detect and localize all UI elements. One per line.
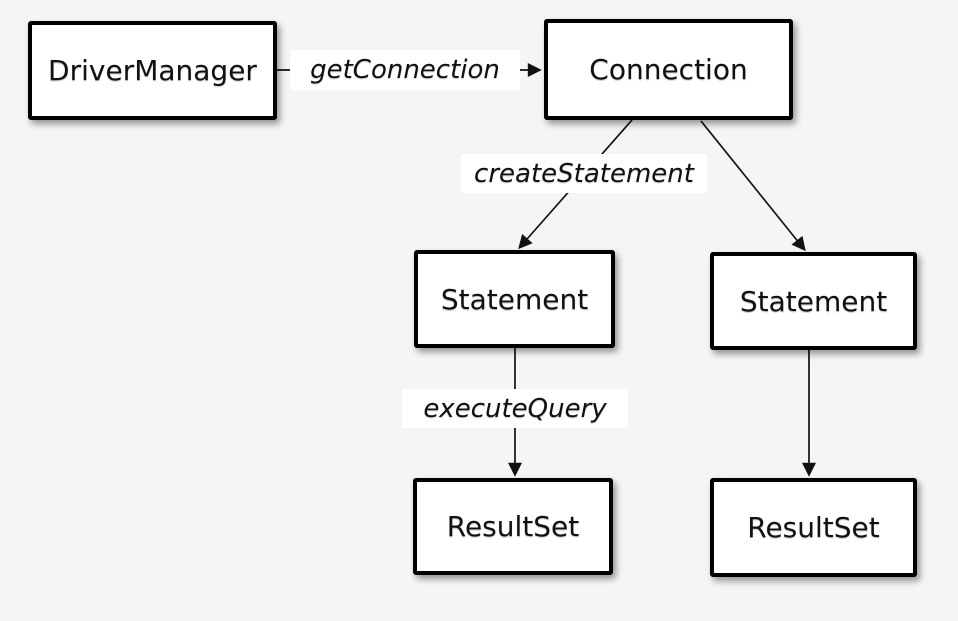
node-drivermanager: DriverManager	[28, 21, 277, 120]
edge-label-text: getConnection	[310, 55, 500, 85]
node-label: Statement	[739, 284, 888, 318]
edge-connection-statement-right-arrow	[700, 120, 806, 252]
edge-label-createstatement: createStatement	[461, 154, 707, 193]
node-label: ResultSet	[747, 511, 880, 544]
node-resultset-left: ResultSet	[413, 478, 613, 575]
edge-label-text: executeQuery	[423, 393, 607, 424]
node-resultset-right: ResultSet	[710, 478, 917, 577]
edge-label-getconnection: getConnection	[290, 50, 520, 90]
node-statement-left: Statement	[414, 250, 615, 348]
node-label: Connection	[589, 53, 748, 86]
edge-label-executequery: executeQuery	[402, 389, 628, 428]
node-label: Statement	[440, 282, 589, 316]
node-statement-right: Statement	[710, 252, 917, 350]
node-connection: Connection	[544, 19, 793, 120]
edge-label-text: createStatement	[474, 158, 694, 189]
node-label: ResultSet	[446, 510, 580, 543]
node-label: DriverManager	[48, 54, 257, 87]
